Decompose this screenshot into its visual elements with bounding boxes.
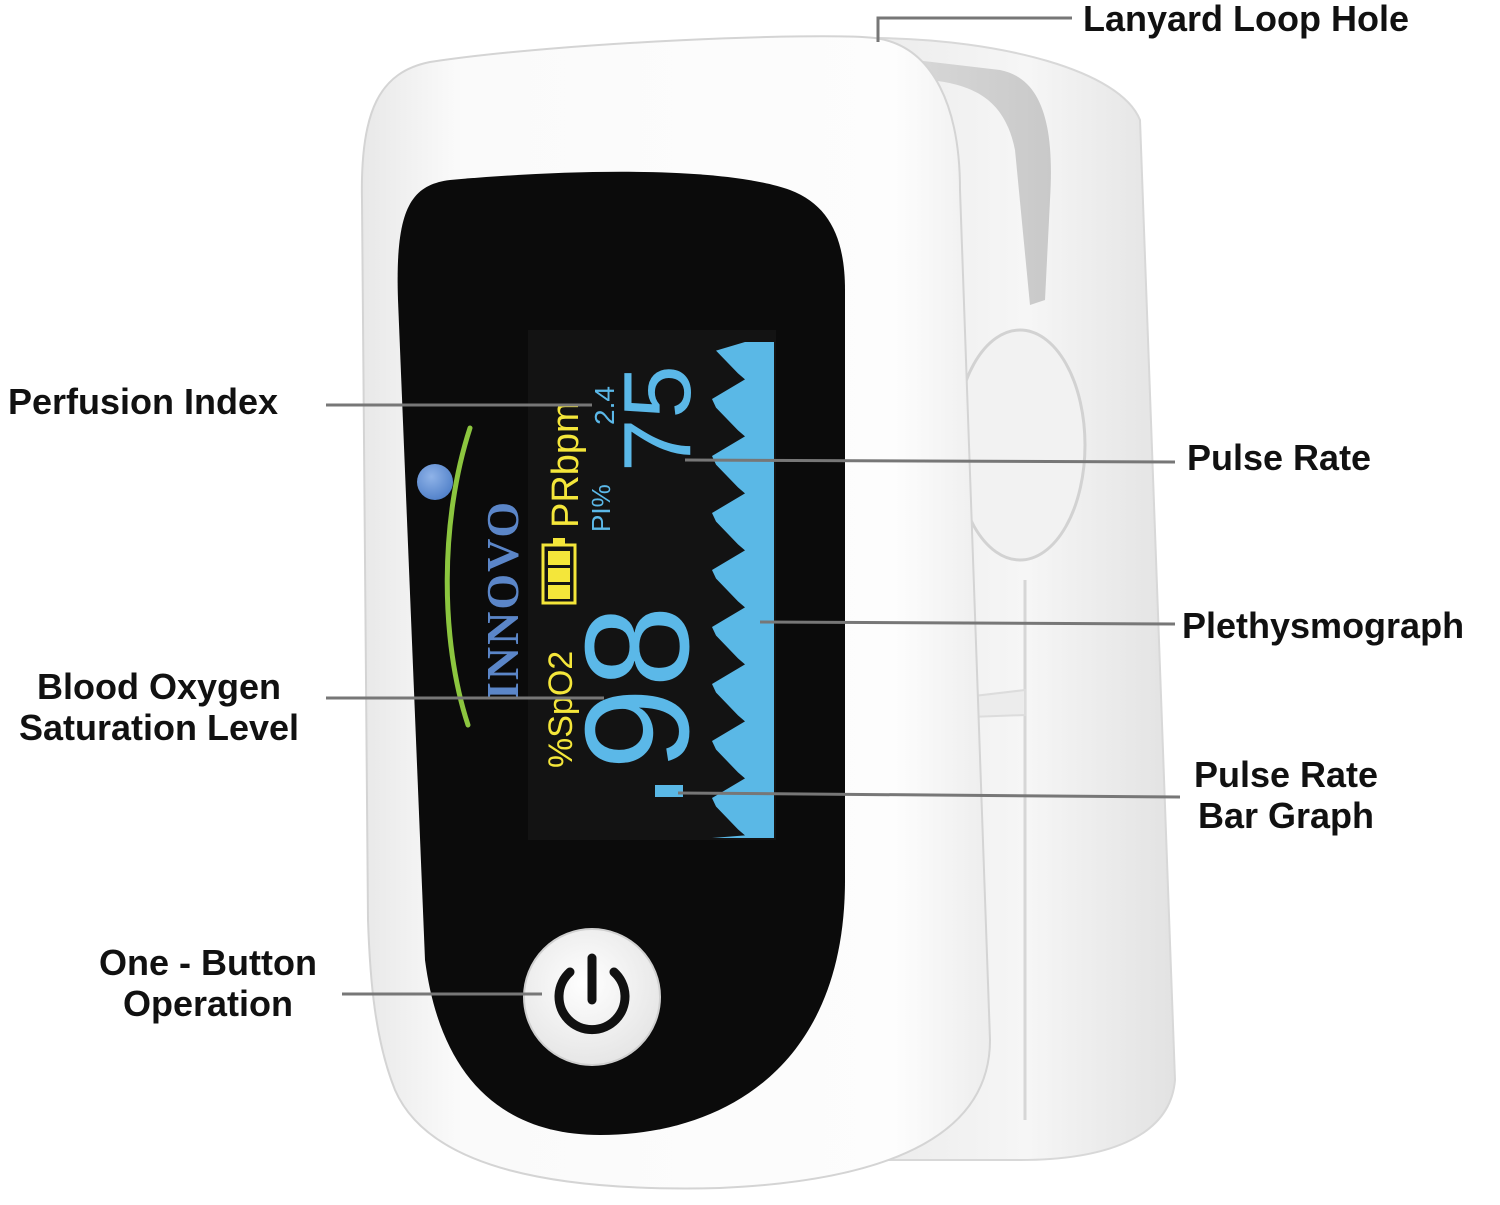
pulse-rate-bar xyxy=(655,785,683,797)
pi-value: 2.4 xyxy=(589,386,620,425)
battery-full-icon xyxy=(541,538,577,605)
callout-perfusion-index: Perfusion Index xyxy=(8,381,278,422)
callout-line: Pulse Rate xyxy=(1193,754,1379,795)
side-button xyxy=(953,328,1087,562)
brand-logo: INNOVO xyxy=(477,500,528,700)
callout-line: Operation xyxy=(122,983,293,1024)
pi-label: PI% xyxy=(586,484,616,532)
power-icon xyxy=(554,953,630,1035)
leader-bar-graph xyxy=(677,791,1181,799)
leader-pleth xyxy=(759,620,1176,626)
pr-label: PRbpm xyxy=(545,401,587,528)
leader-lines xyxy=(326,16,1181,996)
callout-line: Saturation Level xyxy=(18,707,300,748)
callout-line: Bar Graph xyxy=(1197,795,1375,836)
callout-lanyard-loop-hole: Lanyard Loop Hole xyxy=(1083,0,1409,39)
pulse-rate-value: 75 xyxy=(604,365,711,472)
callout-plethysmograph: Plethysmograph xyxy=(1182,605,1464,646)
logo-swoosh-icon xyxy=(444,425,473,728)
logo-dot-icon xyxy=(417,464,453,500)
plethysmograph-wave xyxy=(712,342,774,838)
finger-slot xyxy=(915,60,1051,305)
callout-line: Blood Oxygen xyxy=(36,666,282,707)
callout-line: Plethysmograph xyxy=(1182,605,1465,646)
spo2-label: %SpO2 xyxy=(542,651,580,768)
callout-line: Pulse Rate xyxy=(1187,437,1372,478)
leader-pulse-rate xyxy=(684,458,1176,464)
spo2-value: 98 xyxy=(555,605,720,770)
leader-lanyard xyxy=(876,16,1072,42)
callout-line: One - Button xyxy=(99,942,317,983)
callout-line: Lanyard Loop Hole xyxy=(1083,0,1410,39)
callout-pulse-rate: Pulse Rate xyxy=(1187,437,1371,478)
callout-line: Perfusion Index xyxy=(8,381,279,422)
